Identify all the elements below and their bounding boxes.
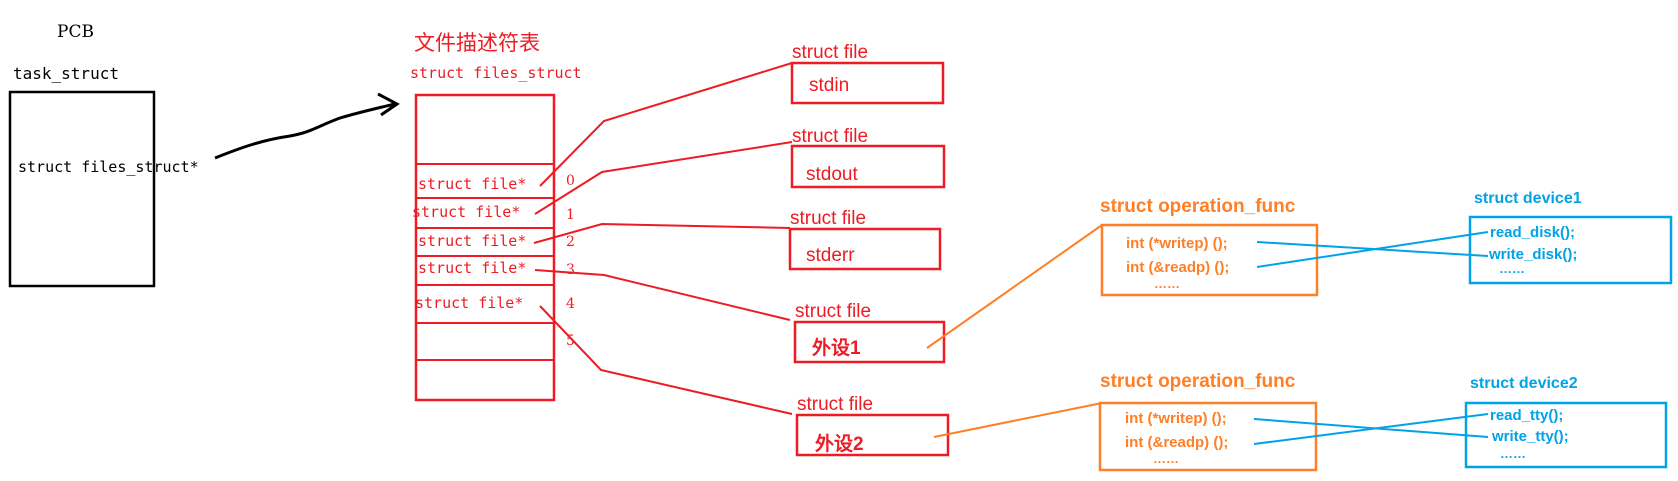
- device-line: write_tty();: [1491, 428, 1569, 445]
- fd-slot-label: struct file*: [418, 232, 526, 250]
- fd-index: 5: [566, 333, 575, 349]
- file-name: 外设1: [812, 336, 861, 359]
- file-name: stderr: [806, 245, 855, 266]
- fd-slot-label: struct file*: [415, 294, 523, 312]
- device-title: struct device1: [1474, 190, 1582, 207]
- struct-file-title: struct file: [797, 394, 873, 415]
- pcb-title: PCB: [57, 22, 94, 42]
- fd-slot-label: struct file*: [418, 175, 526, 193]
- connector-readp-read-tty: [1253, 413, 1489, 445]
- struct-file-box: [788, 227, 942, 271]
- pcb-group: PCB task_struct struct files_struct*: [8, 22, 199, 288]
- operation-func-line: ……: [1153, 451, 1179, 466]
- connector-device2-ops: [933, 402, 1103, 438]
- connector-fd3-device1: [534, 269, 791, 321]
- pcb-arrow-head-icon: [377, 92, 400, 117]
- struct-file-group: struct file stdin struct file stdout str…: [788, 42, 950, 457]
- device-line: read_tty();: [1490, 407, 1563, 424]
- device-line: ……: [1500, 446, 1526, 461]
- device-line: write_disk();: [1488, 246, 1577, 263]
- struct-file-title: struct file: [792, 42, 868, 63]
- fd-slot-label: struct file*: [412, 203, 520, 221]
- device-box: [1464, 401, 1668, 469]
- struct-file-title: struct file: [792, 126, 868, 147]
- device-group: struct device1 read_disk(); write_disk()…: [1464, 190, 1673, 469]
- fd-index: 0: [566, 173, 575, 189]
- fd-index: 2: [566, 234, 575, 250]
- fd-to-file-connectors: [533, 62, 793, 415]
- fd-index: 3: [566, 262, 575, 278]
- device-line: ……: [1499, 261, 1525, 276]
- struct-file-title: struct file: [790, 208, 866, 229]
- file-name: 外设2: [815, 432, 864, 455]
- operation-func-title: struct operation_func: [1100, 196, 1296, 217]
- fd-slot-label: struct file*: [418, 259, 526, 277]
- task-struct-label: task_struct: [13, 64, 119, 83]
- fd-index: 4: [566, 296, 575, 312]
- struct-file-box: [790, 61, 945, 105]
- operation-func-line: int (*writep) ();: [1126, 235, 1228, 252]
- files-struct-pointer-field: struct files_struct*: [18, 158, 199, 176]
- operation-func-group: struct operation_func int (*writep) (); …: [1098, 196, 1319, 472]
- struct-file-box: [790, 144, 946, 189]
- operation-func-box: [1100, 223, 1319, 297]
- file-to-ops-connectors: [926, 224, 1103, 438]
- device-title: struct device2: [1470, 375, 1578, 392]
- ops-to-device-connectors: [1253, 231, 1489, 445]
- connector-fd1-stdout: [534, 141, 793, 215]
- struct-file-box: [793, 320, 946, 364]
- files-struct-label: struct files_struct: [410, 64, 582, 82]
- fd-table-group: 文件描述符表 struct files_struct struct file* …: [410, 31, 582, 402]
- connector-fd2-stderr: [533, 222, 791, 244]
- pcb-arrow-line: [214, 102, 396, 160]
- connector-fd0-stdin: [539, 62, 793, 187]
- device-line: read_disk();: [1490, 224, 1575, 241]
- fd-index: 1: [566, 207, 575, 223]
- fd-table-box: [414, 93, 556, 402]
- file-name: stdin: [809, 75, 849, 96]
- operation-func-line: int (&readp) ();: [1125, 434, 1228, 451]
- struct-file-title: struct file: [795, 301, 871, 322]
- connector-readp-read-disk: [1256, 231, 1489, 268]
- connector-device1-ops: [926, 224, 1103, 349]
- pcb-to-table-arrow: [214, 92, 400, 160]
- fd-table-title: 文件描述符表: [414, 31, 540, 55]
- file-name: stdout: [806, 164, 858, 185]
- operation-func-title: struct operation_func: [1100, 371, 1296, 392]
- device-box: [1468, 215, 1673, 285]
- operation-func-line: ……: [1154, 276, 1180, 291]
- connector-fd4-device2: [539, 305, 793, 415]
- task-struct-box: [8, 90, 156, 288]
- operation-func-line: int (&readp) ();: [1126, 259, 1229, 276]
- operation-func-line: int (*writep) ();: [1125, 410, 1227, 427]
